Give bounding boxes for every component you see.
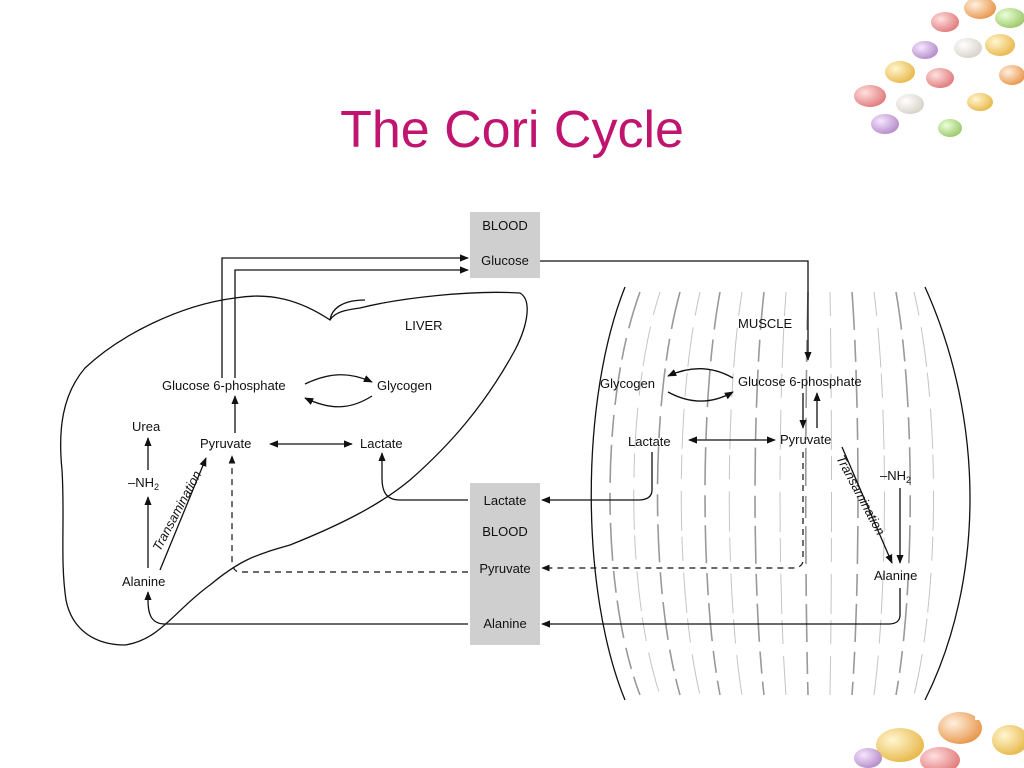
candy-eggs-top-right: [854, 0, 1024, 137]
blood-top-header: BLOOD: [482, 218, 528, 233]
muscle-nh2: –NH2: [880, 468, 911, 485]
slide-title: The Cori Cycle: [340, 101, 684, 159]
liver-header: LIVER: [405, 318, 443, 333]
slide-corner-mask: [975, 660, 1024, 720]
muscle-tissue: [590, 286, 971, 701]
muscle-glycogen: Glycogen: [600, 376, 655, 391]
liver-lactate: Lactate: [360, 436, 403, 451]
pathway-arrows: [144, 254, 904, 628]
blood-top-box: [470, 212, 540, 278]
blood-lactate: Lactate: [484, 493, 527, 508]
muscle-header: MUSCLE: [738, 316, 793, 331]
muscle-pyruvate: Pyruvate: [780, 432, 831, 447]
blood-pyruvate: Pyruvate: [479, 561, 530, 576]
liver-glycogen: Glycogen: [377, 378, 432, 393]
liver-glucose6p: Glucose 6-phosphate: [162, 378, 286, 393]
blood-bottom-box: [470, 483, 540, 645]
blood-alanine: Alanine: [483, 616, 526, 631]
muscle-glucose6p: Glucose 6-phosphate: [738, 374, 862, 389]
blood-bottom-header: BLOOD: [482, 524, 528, 539]
muscle-transamination: Transamination: [833, 452, 888, 537]
muscle-alanine: Alanine: [874, 568, 917, 583]
liver-alanine: Alanine: [122, 574, 165, 589]
liver-nh2: –NH2: [128, 475, 159, 492]
liver-lobe-line: [329, 299, 366, 321]
liver-urea: Urea: [132, 419, 161, 434]
liver-pyruvate: Pyruvate: [200, 436, 251, 451]
blood-glucose: Glucose: [481, 253, 529, 268]
liver-outline: [60, 291, 528, 646]
muscle-lactate: Lactate: [628, 434, 671, 449]
